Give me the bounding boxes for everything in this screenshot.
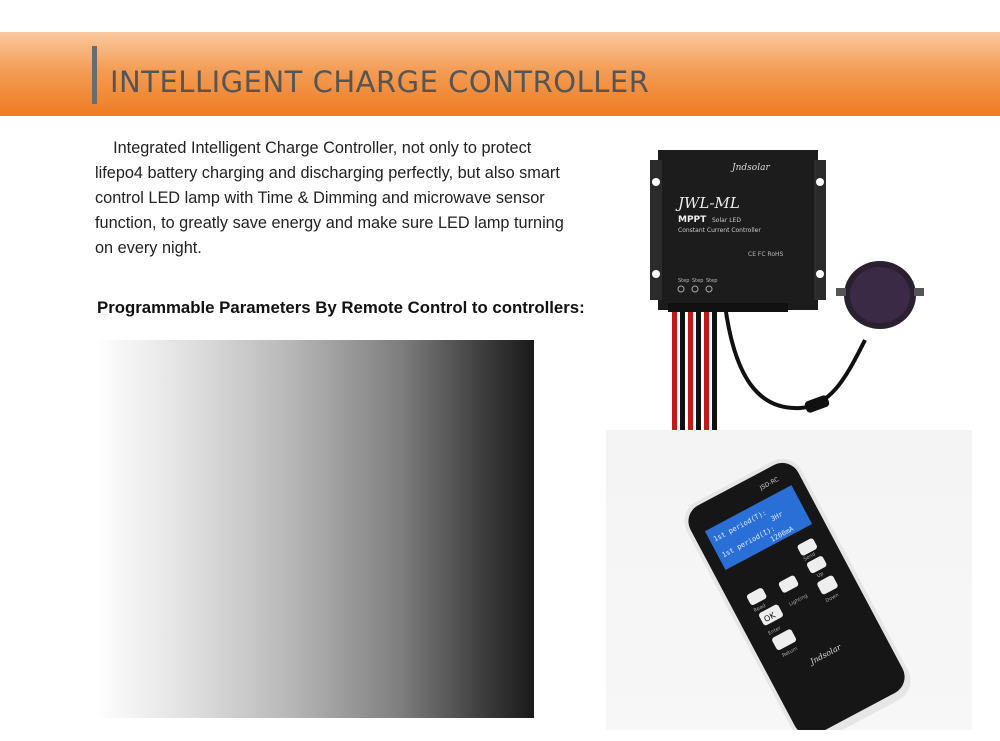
- step-label: Step: [706, 278, 717, 284]
- controller-model: JWL-ML: [675, 194, 740, 212]
- remote-control-photo: JSD-RC 1st period(T): 3Hr 1st period(I):…: [684, 458, 911, 730]
- intro-line: control LED lamp with Time & Dimming and…: [95, 189, 545, 207]
- intro-line: Integrated Intelligent Charge Controller…: [95, 139, 532, 157]
- intro-line: lifepo4 battery charging and discharging…: [95, 164, 560, 182]
- banner-accent-bar: [92, 46, 97, 104]
- header-banner: INTELLIGENT CHARGE CONTROLLER: [0, 32, 1000, 116]
- remote-label: Read: [753, 603, 767, 614]
- remote-label: Down: [825, 592, 840, 604]
- controller-cert: CE FC RoHS: [748, 251, 784, 258]
- controller-mppt: MPPT: [678, 215, 707, 225]
- page-title: INTELLIGENT CHARGE CONTROLLER: [110, 65, 650, 99]
- step-label: Step: [678, 278, 689, 284]
- intro-line: function, to greatly save energy and mak…: [95, 214, 564, 232]
- controller-photo: Jndsolar JWL-ML MPPT Solar LED Constant …: [650, 150, 924, 440]
- controller-brand: Jndsolar: [730, 163, 770, 173]
- controller-subtitle1: Solar LED: [712, 217, 741, 224]
- intro-paragraph: Integrated Intelligent Charge Controller…: [95, 136, 595, 261]
- controller-subtitle2: Constant Current Controller: [678, 227, 761, 234]
- parameters-image-placeholder: [96, 340, 534, 718]
- step-label: Step: [692, 278, 703, 284]
- remote-label: Send: [803, 551, 817, 562]
- params-heading: Programmable Parameters By Remote Contro…: [97, 298, 585, 317]
- controller-wires: [672, 305, 717, 440]
- remote-label: Up: [816, 571, 825, 580]
- intro-line: on every night.: [95, 239, 202, 257]
